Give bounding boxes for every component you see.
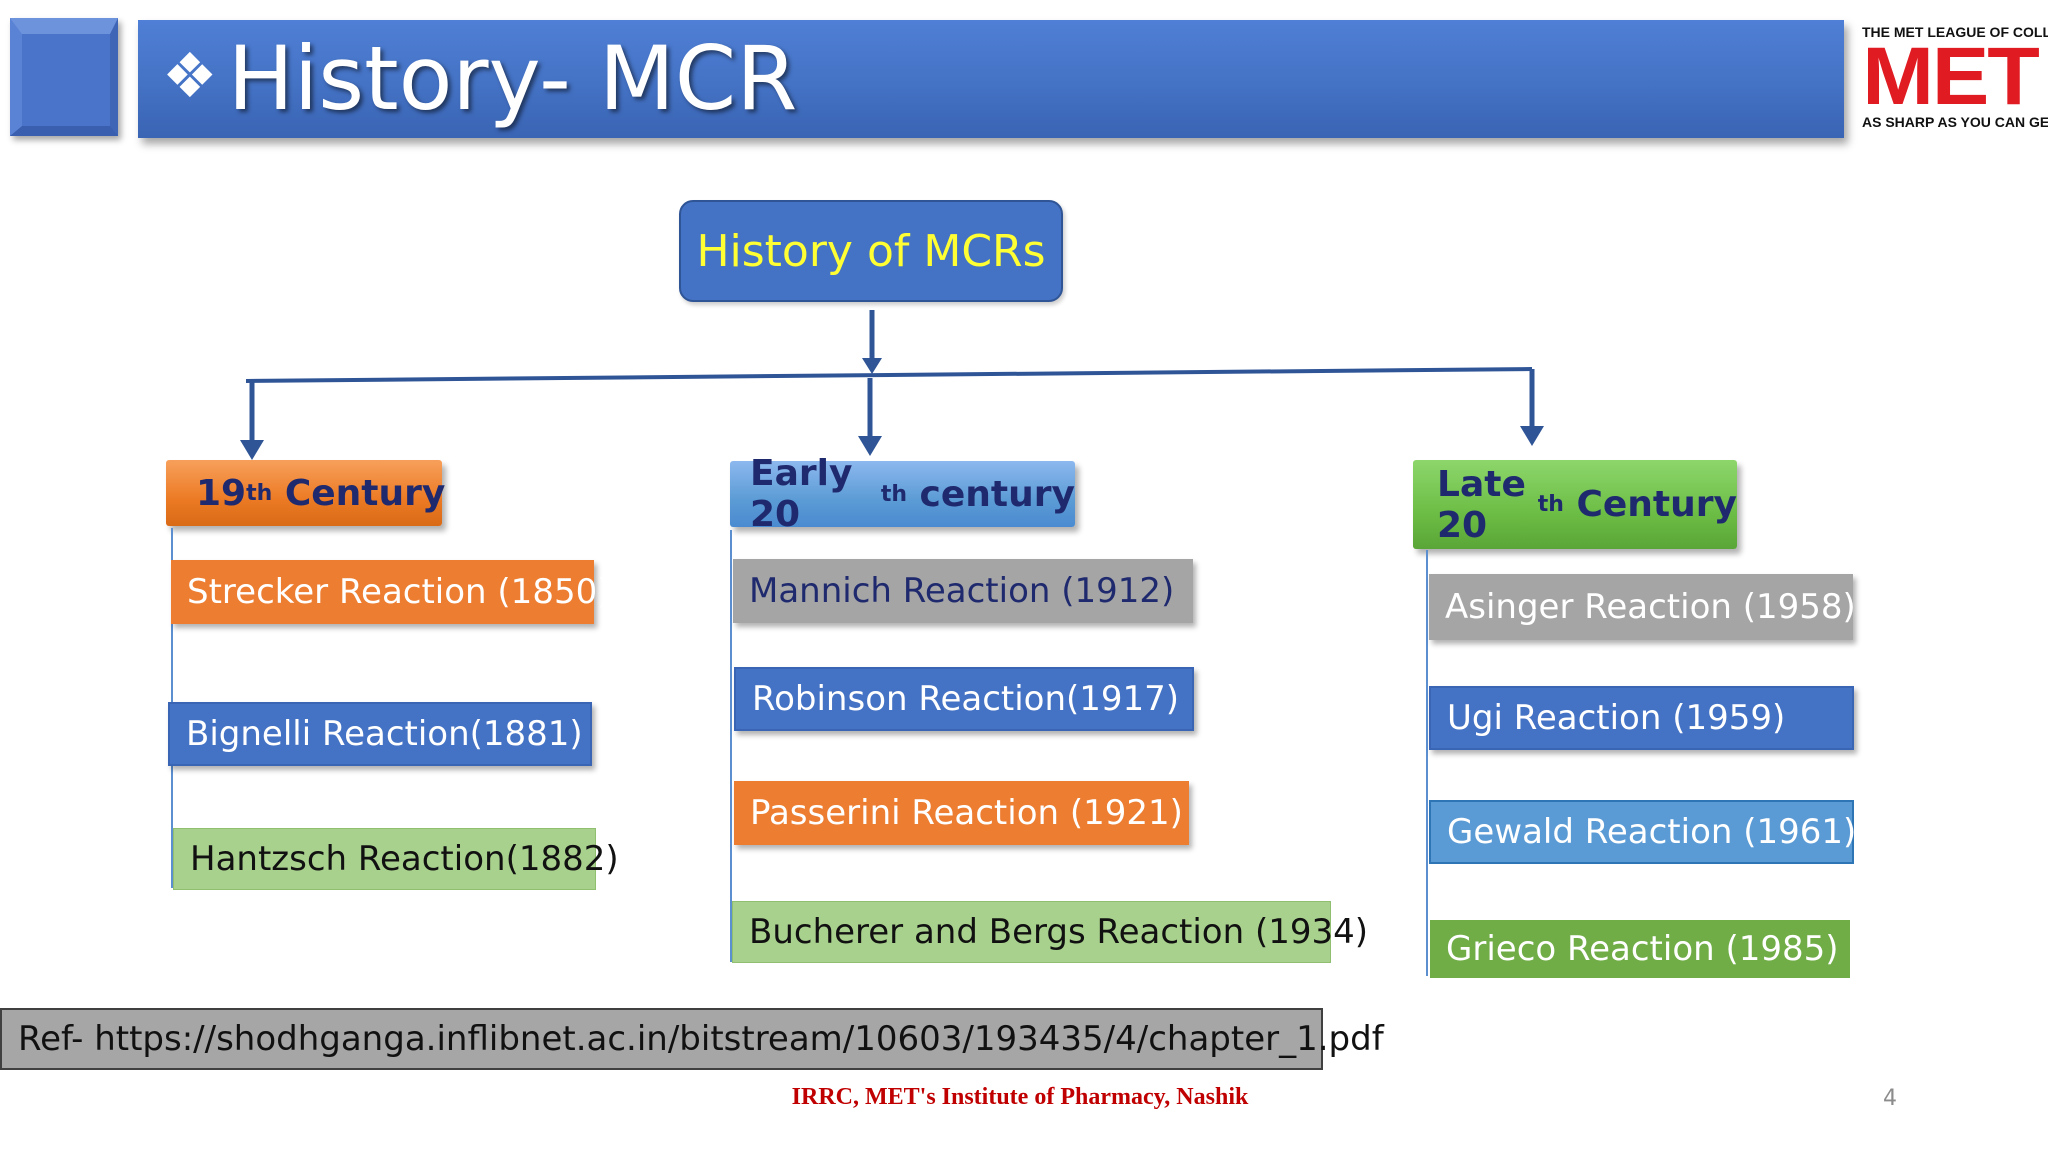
reaction-passerini: Passerini Reaction (1921) (734, 781, 1189, 845)
category-label: Early 20 (750, 453, 853, 535)
connector-late20-arrow (1520, 426, 1544, 446)
reaction-bignelli: Bignelli Reaction(1881) (168, 702, 592, 766)
four-diamond-bullet-icon: ❖ (162, 39, 218, 112)
reaction-hantzsch: Hantzsch Reaction(1882) (173, 828, 619, 890)
reaction-ugi: Ugi Reaction (1959) (1429, 686, 1854, 750)
logo-sub-text: AS SHARP AS YOU CAN GET (1862, 114, 2048, 130)
reaction-gewald: Gewald Reaction (1961) (1429, 800, 1856, 864)
reaction-strecker: Strecker Reaction (1850) (171, 560, 610, 624)
reaction-mannich: Mannich Reaction (1912) (733, 559, 1193, 623)
connector-19th-arrow (240, 440, 264, 460)
category-suffix: Century (272, 472, 446, 514)
logo-main-text: MET (1862, 31, 2040, 122)
met-logo: THE MET LEAGUE OF COLLEGES MET AS SHARP … (1862, 24, 2048, 136)
category-sup: th (1537, 492, 1564, 517)
category-sup: th (880, 481, 908, 507)
column-line-early20 (730, 530, 732, 962)
category-sup: th (246, 480, 273, 506)
reaction-bucherer-bergs: Bucherer and Bergs Reaction (1934) (732, 901, 1368, 963)
connector-horizontal (245, 367, 1533, 383)
reference-box: Ref- https://shodhganga.inflibnet.ac.in/… (0, 1008, 1384, 1070)
category-suffix: century (907, 473, 1075, 515)
corner-block (10, 18, 118, 136)
column-line-late20 (1426, 550, 1428, 976)
page-number: 4 (1883, 1086, 1897, 1111)
slide-title: History- MCR (227, 27, 798, 130)
footer-institute: IRRC, MET's Institute of Pharmacy, Nashi… (791, 1084, 1249, 1110)
title-bar: ❖ History- MCR (138, 20, 1844, 138)
category-suffix: Century (1563, 484, 1737, 525)
connector-early20-arrow (858, 436, 882, 456)
category-label: Late 20 (1437, 463, 1526, 546)
connector-root-arrow (862, 358, 882, 374)
reaction-grieco: Grieco Reaction (1985) (1430, 920, 1850, 978)
category-late-20th-century: Late 20 th Century (1413, 460, 1737, 549)
category-label: 19 (196, 472, 247, 514)
root-node: History of MCRs (679, 200, 1063, 302)
category-early-20th-century: Early 20 th century (730, 453, 1075, 535)
reaction-asinger: Asinger Reaction (1958) (1429, 574, 1856, 640)
reaction-robinson: Robinson Reaction(1917) (734, 667, 1194, 731)
logo-top-text: THE MET LEAGUE OF COLLEGES (1862, 24, 2048, 40)
